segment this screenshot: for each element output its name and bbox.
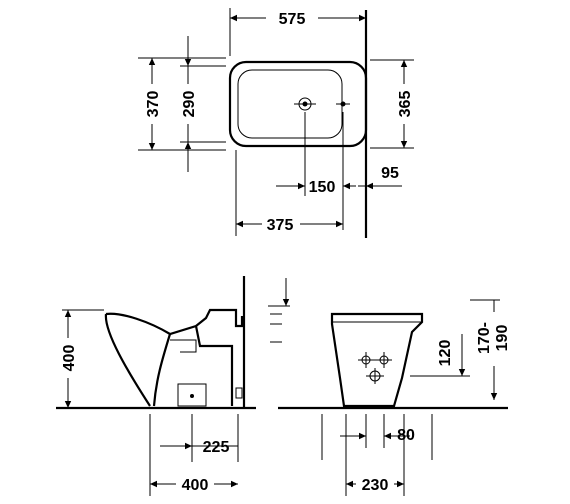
dim-label-80: 80	[397, 427, 415, 444]
dim-label-150: 150	[309, 179, 336, 196]
label-bg	[356, 474, 394, 494]
dim-label-375: 375	[267, 217, 294, 234]
dim-label-400-height: 400	[61, 345, 78, 372]
label-bg	[478, 312, 510, 366]
label-bg	[141, 84, 163, 124]
dim-label-190: 190	[494, 325, 511, 352]
bowl-rim-inner	[237, 69, 343, 139]
dim-label-95: 95	[381, 165, 399, 182]
dim-label-290: 290	[181, 91, 198, 118]
bidet-foot-access	[177, 383, 207, 407]
side-view: 400 225 400	[56, 276, 290, 496]
bidet-rear	[194, 325, 234, 406]
bidet-front-body	[330, 312, 424, 408]
label-bg	[393, 84, 415, 124]
bowl-outline	[228, 60, 368, 148]
bidet-trap	[170, 339, 197, 353]
label-bg	[176, 474, 214, 494]
front-view: 120 170- 190 80 230	[278, 299, 511, 496]
dim-label-400-length: 400	[182, 477, 209, 494]
dim-label-365: 365	[397, 91, 414, 118]
bidet-bowl-back	[152, 333, 172, 407]
dim-label-170: 170-	[476, 322, 493, 354]
bidet-front	[104, 313, 151, 407]
label-bg	[266, 8, 318, 28]
dim-label-370: 370	[145, 91, 162, 118]
wall-connector	[235, 387, 243, 399]
dim-label-225: 225	[203, 439, 230, 456]
bidet-rim	[105, 308, 244, 336]
drain-center	[190, 394, 194, 398]
dim-label-575: 575	[279, 11, 306, 28]
label-bg	[177, 84, 199, 124]
dim-label-120: 120	[437, 340, 454, 367]
top-view: 575 370 290 365 150 95 37	[138, 8, 415, 238]
label-bg	[262, 214, 300, 234]
label-bg	[57, 338, 79, 378]
dim-label-230: 230	[362, 477, 389, 494]
